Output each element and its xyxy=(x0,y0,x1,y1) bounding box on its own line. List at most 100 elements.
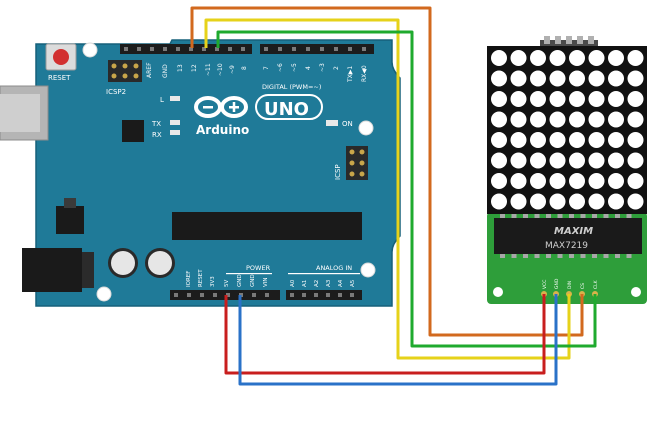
chip-name: MAX7219 xyxy=(545,241,588,251)
header-pin xyxy=(228,47,232,51)
wire-red-5v-to-vcc[interactable] xyxy=(224,294,546,375)
matrix-led xyxy=(549,111,566,128)
matrix-led xyxy=(588,173,605,189)
pin-label-a0: A0 xyxy=(290,279,296,287)
chip-legs xyxy=(500,214,632,258)
mount-hole xyxy=(358,120,374,136)
usb-chip xyxy=(122,120,144,142)
header-pin xyxy=(241,47,245,51)
pin-label-3v3: 3V3 xyxy=(210,276,216,287)
pin-label-vin: VIN xyxy=(263,278,269,288)
matrix-led xyxy=(510,91,527,107)
icsp2-label: ICSP2 xyxy=(106,88,126,96)
matrix-led xyxy=(510,50,527,66)
power-label: POWER xyxy=(246,264,271,272)
chip-leg xyxy=(511,214,517,218)
matrix-led xyxy=(569,111,585,128)
pin-label-clk: CLK xyxy=(593,279,599,289)
matrix-led xyxy=(627,193,644,210)
matrix-led xyxy=(549,173,566,189)
matrix-led xyxy=(588,91,605,107)
pin-label-6: ~6 xyxy=(277,63,284,72)
pin-label-11: ~11 xyxy=(205,63,212,76)
led-l xyxy=(170,96,180,101)
header-pin xyxy=(278,47,282,51)
pin-label-a3: A3 xyxy=(326,279,332,287)
matrix-led xyxy=(549,152,566,169)
matrix-led xyxy=(530,111,546,128)
matrix-led xyxy=(569,70,585,87)
chip-leg xyxy=(500,254,505,258)
matrix-led xyxy=(491,91,507,107)
icsp2-header xyxy=(108,60,142,82)
digital-header-right xyxy=(260,44,374,54)
matrix-led xyxy=(510,132,527,148)
matrix-led xyxy=(627,152,644,169)
pin-label-din: DIN xyxy=(567,281,573,289)
wire-blue-gnd-to-gnd[interactable] xyxy=(238,294,558,386)
dc-power-jack xyxy=(22,248,82,292)
chip-leg xyxy=(603,214,609,218)
matrix-led xyxy=(530,70,546,87)
led-tx xyxy=(170,120,180,125)
header-pin xyxy=(200,293,204,297)
matrix-led xyxy=(627,70,644,87)
header-pin xyxy=(252,293,256,297)
led-matrix-dots xyxy=(491,50,644,210)
reset-label: RESET xyxy=(48,74,71,82)
matrix-led xyxy=(491,173,507,189)
matrix-led xyxy=(491,111,507,128)
matrix-led xyxy=(627,132,644,148)
pin-label-gnd2: GND xyxy=(250,274,256,287)
pin-label-9: ~9 xyxy=(229,65,236,74)
capacitor xyxy=(145,248,175,278)
chip-leg xyxy=(592,214,597,218)
analog-label: ANALOG IN xyxy=(316,264,352,272)
pin-label-vcc: VCC xyxy=(542,280,548,289)
chip-leg xyxy=(580,254,586,258)
header-pin xyxy=(302,293,306,297)
module-mount-hole xyxy=(631,287,641,297)
matrix-led xyxy=(549,50,566,66)
analog-pin-labels: A0 A1 A2 A3 A4 A5 xyxy=(290,279,356,287)
pin-label-4: 4 xyxy=(305,66,312,70)
pin-label-12: 12 xyxy=(191,64,198,72)
matrix-led xyxy=(608,91,624,107)
led-on xyxy=(326,120,338,126)
reset-button[interactable] xyxy=(45,43,77,71)
chip-leg xyxy=(569,214,574,218)
matrix-led xyxy=(530,132,546,148)
pin-label-cs: CS xyxy=(580,283,586,289)
matrix-led xyxy=(569,193,585,210)
aref-label: AREF xyxy=(146,62,153,78)
chip-leg xyxy=(626,254,632,258)
matrix-led xyxy=(510,152,527,169)
voltage-regulator xyxy=(56,206,84,234)
capacitor xyxy=(108,248,138,278)
header-pin xyxy=(265,293,269,297)
led-rx xyxy=(170,130,180,135)
wire-green-pin10-to-clk[interactable] xyxy=(216,30,597,348)
chip-leg xyxy=(523,214,528,218)
matrix-led xyxy=(491,193,507,210)
chip-leg xyxy=(626,214,632,218)
matrix-led xyxy=(588,70,605,87)
matrix-led xyxy=(530,50,546,66)
digital-header-pins xyxy=(124,47,366,51)
matrix-led xyxy=(549,70,566,87)
pin-label-rx: RX◀0 xyxy=(361,65,368,82)
on-label: ON xyxy=(342,120,353,128)
wire-orange-pin12-to-cs[interactable] xyxy=(190,6,584,337)
pin-label-7: 7 xyxy=(263,66,270,70)
chip-leg xyxy=(546,214,551,218)
matrix-led xyxy=(530,193,546,210)
mount-hole xyxy=(82,42,98,58)
chip-leg xyxy=(500,214,505,218)
matrix-led xyxy=(588,111,605,128)
pin-label-3: ~3 xyxy=(319,63,326,72)
chip-leg xyxy=(534,214,540,218)
power-pin-labels: IOREF RESET 3V3 5V GND GND VIN xyxy=(186,269,269,287)
mount-hole xyxy=(360,262,376,278)
pin-label-a2: A2 xyxy=(314,280,320,287)
pin-label-ioref: IOREF xyxy=(186,271,192,287)
